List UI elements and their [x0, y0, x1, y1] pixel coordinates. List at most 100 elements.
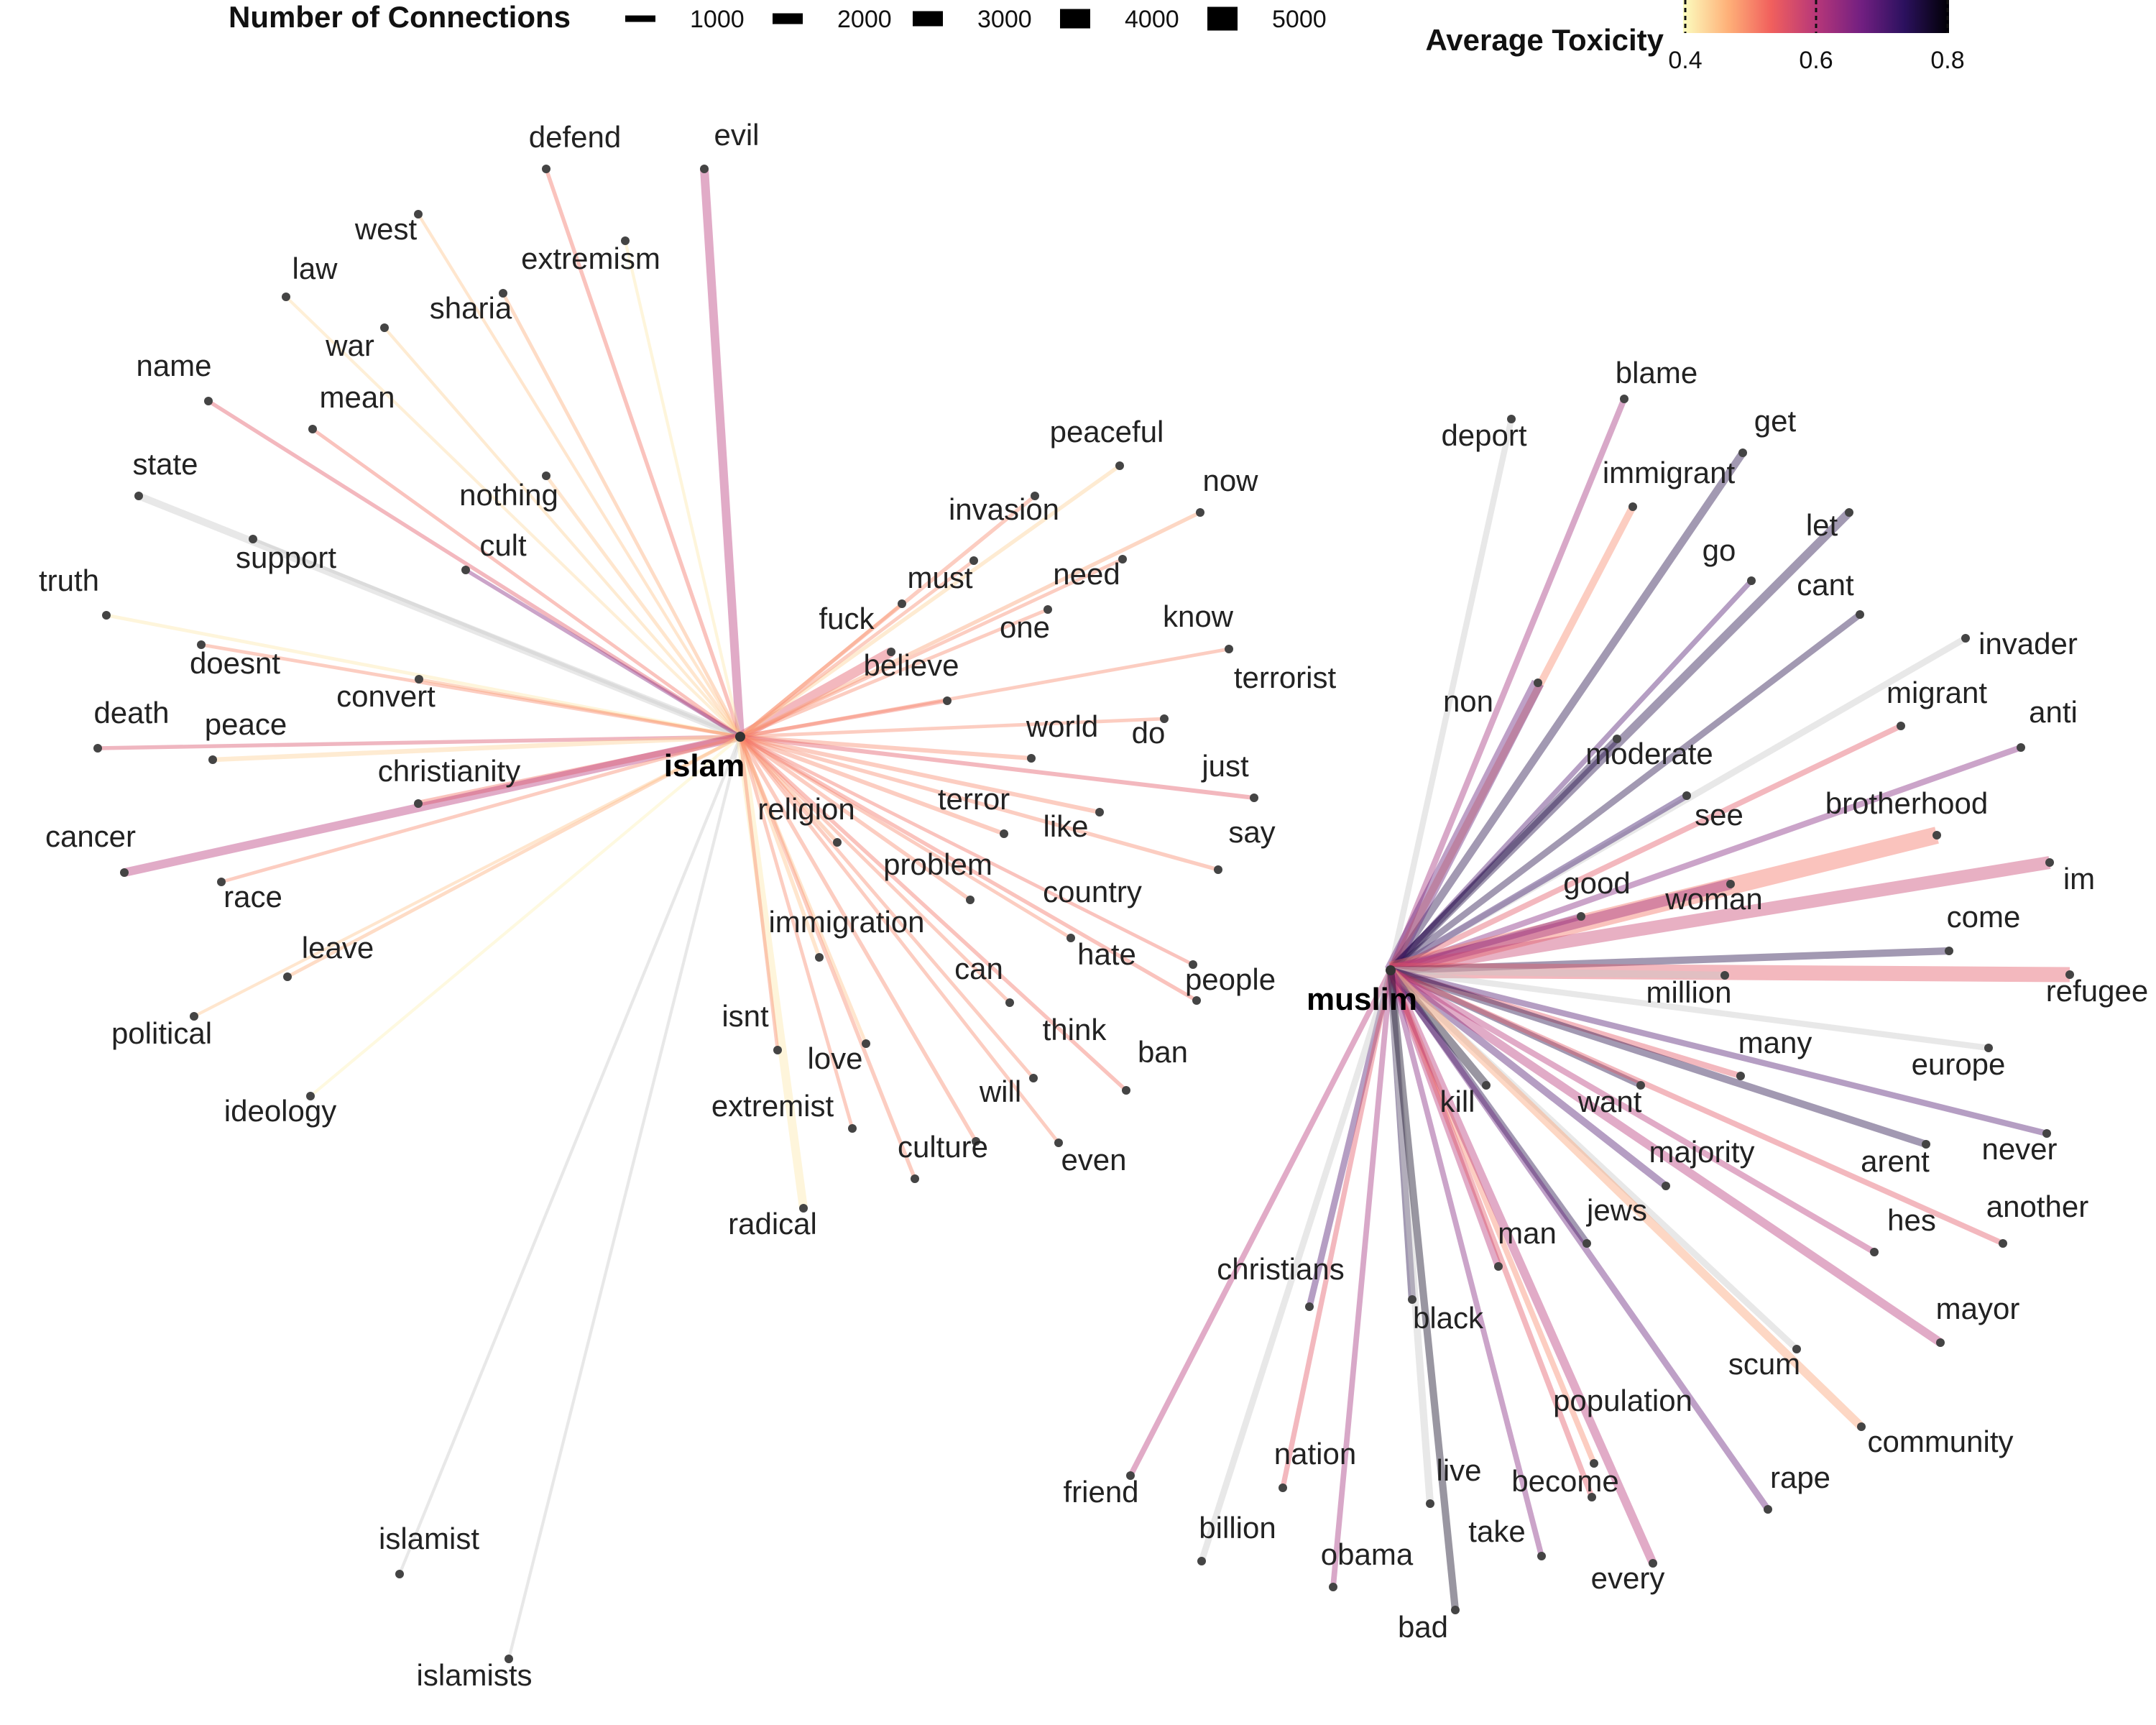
edge-muslim-come: [1390, 947, 1950, 975]
word-label-can: can: [954, 952, 1003, 985]
connections-legend-label: 5000: [1272, 6, 1327, 33]
node-ideology: [306, 1092, 315, 1100]
word-label-friend: friend: [1063, 1475, 1138, 1509]
edge-muslim-another: [1389, 967, 2004, 1246]
edge-islam-terrorist: [740, 647, 1230, 739]
word-label-leave: leave: [302, 931, 374, 965]
edge-muslim-hes: [1388, 967, 1876, 1255]
word-label-support: support: [236, 540, 336, 574]
word-label-europe: europe: [1912, 1047, 2006, 1081]
word-label-cult: cult: [479, 528, 527, 562]
word-label-invasion: invasion: [949, 492, 1059, 526]
edge-islam-truth: [106, 613, 741, 739]
node-community: [1857, 1422, 1866, 1431]
word-label-live: live: [1436, 1453, 1481, 1487]
node-live: [1426, 1499, 1434, 1508]
hub-node-muslim: [1386, 965, 1396, 975]
edge-muslim-friend: [1128, 969, 1393, 1477]
word-label-ideology: ideology: [224, 1094, 336, 1128]
word-label-black: black: [1413, 1301, 1484, 1335]
edge-muslim-nation: [1280, 970, 1393, 1489]
word-label-every: every: [1591, 1561, 1665, 1595]
edge-muslim-good: [1389, 913, 1583, 974]
node-black: [1408, 1295, 1416, 1304]
edge-islam-islamist: [398, 736, 742, 1575]
node-terrorist: [1225, 645, 1233, 653]
edge-muslim-anti: [1389, 745, 2022, 973]
word-label-love: love: [807, 1041, 862, 1075]
edge-islam-defend: [544, 168, 742, 737]
word-label-man: man: [1498, 1216, 1557, 1250]
edge-islam-race: [221, 735, 741, 884]
node-rape: [1764, 1505, 1772, 1514]
edge-islam-problem: [739, 735, 972, 902]
word-label-one: one: [1000, 610, 1050, 644]
word-label-mean: mean: [319, 380, 395, 414]
word-label-believe: believe: [863, 648, 959, 682]
edge-muslim-community: [1387, 967, 1865, 1430]
node-islamists: [505, 1655, 513, 1663]
edge-muslim-arent: [1389, 967, 1927, 1148]
hub-label-islam: islam: [664, 748, 745, 783]
edge-islam-religion: [739, 735, 839, 844]
node-nothing: [542, 472, 550, 480]
node-name: [204, 397, 213, 405]
edge-islam-culture: [738, 736, 917, 1179]
node-want: [1636, 1081, 1645, 1090]
edge-islam-love: [738, 736, 868, 1044]
edge-islam-terror: [739, 735, 1005, 836]
node-can: [1005, 998, 1014, 1007]
edge-muslim-refugee: [1390, 962, 2070, 983]
word-label-do: do: [1132, 716, 1166, 750]
node-get: [1738, 448, 1747, 457]
edge-islam-sharia: [501, 292, 742, 738]
edge-islam-think: [739, 735, 1035, 1080]
word-label-isnt: isnt: [722, 999, 769, 1033]
edge-muslim-get: [1387, 450, 1746, 973]
word-label-refugee: refugee: [2046, 974, 2148, 1008]
edge-muslim-million: [1390, 966, 1726, 980]
word-label-see: see: [1695, 798, 1743, 832]
word-label-take: take: [1468, 1514, 1525, 1548]
word-label-scum: scum: [1728, 1347, 1800, 1381]
edge-muslim-brotherhood: [1388, 827, 1939, 979]
edge-islam-name: [207, 399, 742, 739]
node-go: [1747, 576, 1756, 585]
word-label-must: must: [907, 561, 972, 594]
edge-islam-ban: [739, 735, 1128, 1092]
node-love: [862, 1039, 870, 1048]
word-label-christians: christians: [1217, 1252, 1344, 1286]
word-label-religion: religion: [757, 792, 854, 826]
node-race: [217, 878, 226, 886]
word-label-rape: rape: [1770, 1460, 1830, 1494]
connections-legend-key-3000: [913, 11, 943, 27]
edge-islam-mean: [311, 428, 742, 738]
word-label-peaceful: peaceful: [1050, 415, 1164, 448]
word-label-population: population: [1553, 1384, 1692, 1417]
edge-islam-war: [383, 326, 742, 738]
node-invasion: [1031, 492, 1039, 500]
node-ban: [1122, 1086, 1130, 1095]
node-support: [249, 535, 257, 543]
edge-islam-convert: [418, 677, 741, 739]
node-blame: [1620, 395, 1628, 403]
word-label-hes: hes: [1887, 1203, 1936, 1237]
word-label-say: say: [1228, 815, 1275, 849]
word-label-never: never: [1981, 1132, 2057, 1166]
word-label-obama: obama: [1321, 1537, 1414, 1571]
edge-muslim-europe: [1390, 967, 1989, 1052]
node-kill: [1482, 1081, 1491, 1090]
node-christians: [1305, 1302, 1314, 1311]
word-label-bad: bad: [1398, 1610, 1448, 1644]
word-label-race: race: [224, 880, 282, 914]
node-peaceful: [1115, 461, 1124, 470]
word-label-community: community: [1867, 1425, 2013, 1458]
edge-islam-invasion: [739, 494, 1036, 739]
node-believe: [943, 696, 952, 705]
word-label-extremist: extremist: [711, 1089, 834, 1123]
edge-muslim-im: [1389, 856, 2051, 977]
word-label-will: will: [979, 1075, 1021, 1108]
